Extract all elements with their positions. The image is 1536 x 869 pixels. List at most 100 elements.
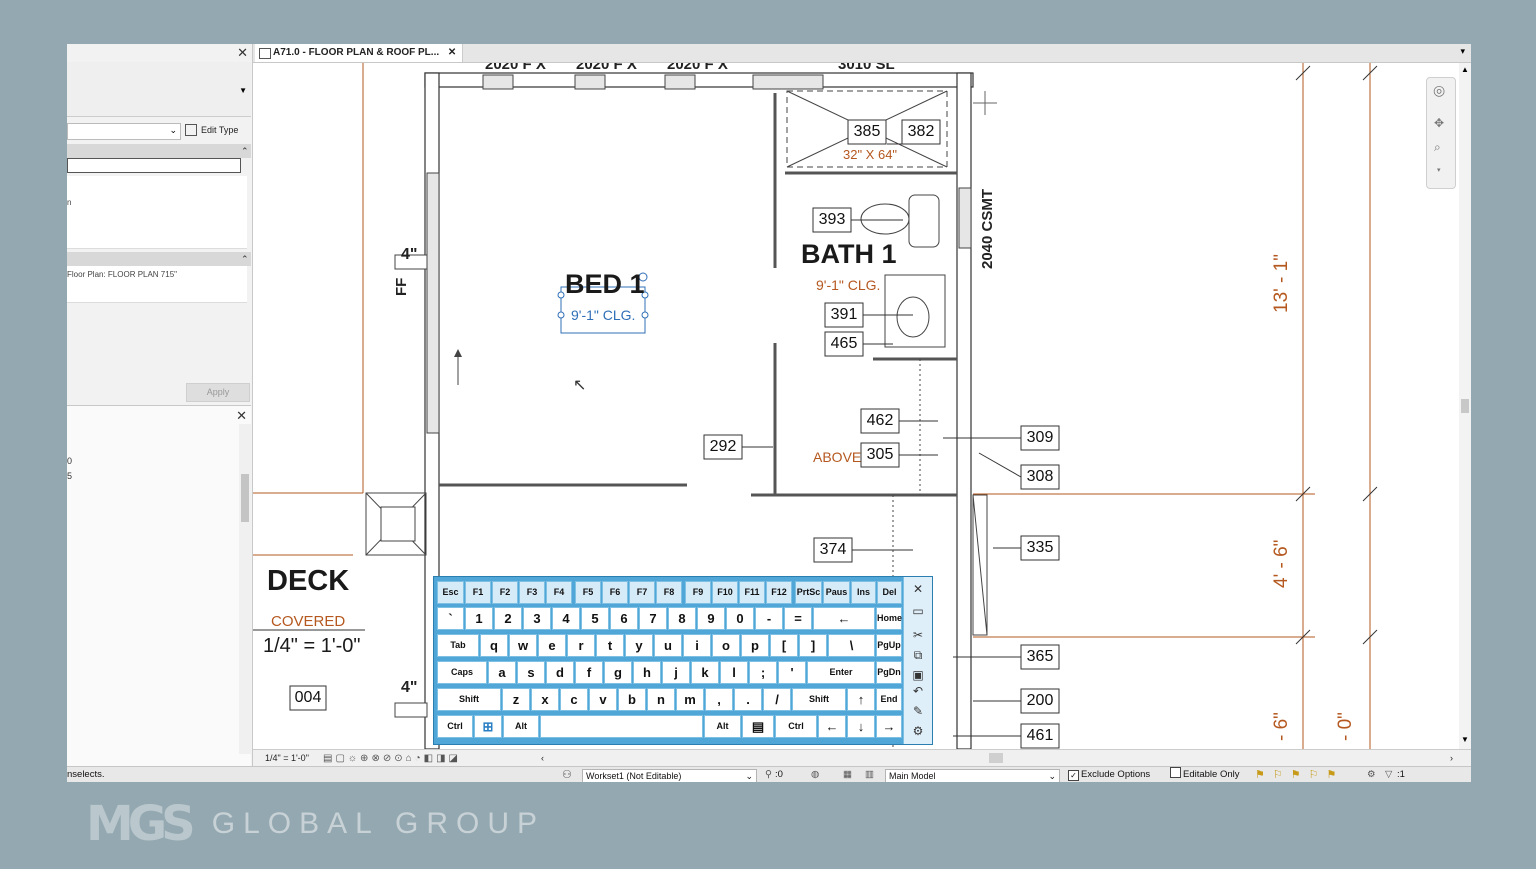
key-left-shift[interactable]: Shift xyxy=(437,688,501,711)
key-f12[interactable]: F12 xyxy=(766,581,792,604)
key-o[interactable]: o xyxy=(712,634,740,657)
key-esc[interactable]: Esc xyxy=(437,581,464,604)
key-quote[interactable]: ' xyxy=(778,661,806,684)
property-row[interactable] xyxy=(67,284,247,303)
copy-icon[interactable]: ⧉ xyxy=(913,648,923,662)
editable-only-checkbox[interactable]: Editable Only xyxy=(1170,767,1240,782)
key-pause[interactable]: Paus xyxy=(823,581,850,604)
key-r[interactable]: r xyxy=(567,634,595,657)
key-f10[interactable]: F10 xyxy=(712,581,738,604)
key-left-bracket[interactable]: [ xyxy=(770,634,798,657)
key-period[interactable]: . xyxy=(734,688,762,711)
cut-icon[interactable]: ✂ xyxy=(912,628,924,642)
key-u[interactable]: u xyxy=(654,634,682,657)
key-0[interactable]: 0 xyxy=(726,607,754,630)
key-pgup[interactable]: PgUp xyxy=(876,634,902,657)
nav-options-icon[interactable]: ▾ xyxy=(1437,167,1441,174)
key-arrow-up[interactable]: ↑ xyxy=(847,688,875,711)
instance-filter-dropdown[interactable]: ⌄ xyxy=(67,123,181,140)
key-d[interactable]: d xyxy=(546,661,574,684)
tab-floor-plan[interactable]: A71.0 - FLOOR PLAN & ROOF PL... ✕ xyxy=(255,44,464,62)
key-g[interactable]: g xyxy=(604,661,632,684)
key-prtsc[interactable]: PrtSc xyxy=(795,581,822,604)
key-n[interactable]: n xyxy=(647,688,675,711)
key-ins[interactable]: Ins xyxy=(851,581,876,604)
key-j[interactable]: j xyxy=(662,661,690,684)
key-slash[interactable]: / xyxy=(763,688,791,711)
zoom-icon[interactable]: ⌕ xyxy=(1434,140,1441,154)
key-pgdn[interactable]: PgDn xyxy=(876,661,902,684)
key-right-shift[interactable]: Shift xyxy=(792,688,846,711)
scroll-right-icon[interactable]: › xyxy=(1450,753,1453,763)
scroll-down-icon[interactable]: ▼ xyxy=(1461,735,1469,744)
key-h[interactable]: h xyxy=(633,661,661,684)
key-semicolon[interactable]: ; xyxy=(749,661,777,684)
browser-item[interactable]: 5 xyxy=(67,471,73,481)
key-home[interactable]: Home xyxy=(876,607,902,630)
key-arrow-right[interactable]: → xyxy=(876,715,902,738)
design-options-icon[interactable]: ▦ xyxy=(843,769,852,780)
key-equals[interactable]: = xyxy=(784,607,812,630)
key-arrow-down[interactable]: ↓ xyxy=(847,715,875,738)
property-row[interactable] xyxy=(67,212,247,231)
property-edit-field[interactable] xyxy=(67,158,241,173)
property-row[interactable]: n xyxy=(67,194,247,213)
settings-gear-icon[interactable]: ⚙ xyxy=(912,724,924,738)
key-enter[interactable]: Enter xyxy=(807,661,875,684)
key-i[interactable]: i xyxy=(683,634,711,657)
key-f1[interactable]: F1 xyxy=(465,581,491,604)
key-p[interactable]: p xyxy=(741,634,769,657)
vertical-scrollbar[interactable]: ▲ ▼ xyxy=(1459,63,1471,749)
key-f[interactable]: f xyxy=(575,661,603,684)
key-y[interactable]: y xyxy=(625,634,653,657)
key-4[interactable]: 4 xyxy=(552,607,580,630)
key-f9[interactable]: F9 xyxy=(685,581,711,604)
close-tab-icon[interactable]: ✕ xyxy=(447,47,457,58)
key-tab[interactable]: Tab xyxy=(437,634,479,657)
key-t[interactable]: t xyxy=(596,634,624,657)
key-del[interactable]: Del xyxy=(877,581,902,604)
key-left-alt[interactable]: Alt xyxy=(503,715,539,738)
key-1[interactable]: 1 xyxy=(465,607,493,630)
tab-menu-icon[interactable]: ▾ xyxy=(1460,46,1465,56)
key-f4[interactable]: F4 xyxy=(546,581,572,604)
key-5[interactable]: 5 xyxy=(581,607,609,630)
key-k[interactable]: k xyxy=(691,661,719,684)
design-options-set-icon[interactable]: ▥ xyxy=(865,769,874,780)
scroll-left-icon[interactable]: ‹ xyxy=(541,753,544,763)
key-left-ctrl[interactable]: Ctrl xyxy=(437,715,473,738)
key-9[interactable]: 9 xyxy=(697,607,725,630)
key-right-ctrl[interactable]: Ctrl xyxy=(775,715,817,738)
key-w[interactable]: w xyxy=(509,634,537,657)
key-f7[interactable]: F7 xyxy=(629,581,655,604)
undo-icon[interactable]: ↶ xyxy=(912,684,924,698)
design-option-dropdown[interactable]: Main Model ⌄ xyxy=(885,769,1060,782)
property-row[interactable] xyxy=(67,230,247,249)
scroll-up-icon[interactable]: ▲ xyxy=(1461,65,1469,74)
key-f5[interactable]: F5 xyxy=(575,581,601,604)
edit-type-button[interactable]: Edit Type xyxy=(185,124,238,136)
key-arrow-left[interactable]: ← xyxy=(818,715,846,738)
key-f3[interactable]: F3 xyxy=(519,581,545,604)
graphics-group-header[interactable]: ⌃ xyxy=(67,144,251,158)
background-process-icon[interactable]: ⚙ xyxy=(1367,769,1376,780)
key-3[interactable]: 3 xyxy=(523,607,551,630)
key-7[interactable]: 7 xyxy=(639,607,667,630)
property-row[interactable] xyxy=(67,176,247,195)
key-right-alt[interactable]: Alt xyxy=(704,715,741,738)
key-b[interactable]: b xyxy=(618,688,646,711)
key-c[interactable]: c xyxy=(560,688,588,711)
on-screen-keyboard[interactable]: Esc F1 F2 F3 F4 F5 F6 F7 F8 F9 F10 F11 F… xyxy=(433,576,933,745)
key-m[interactable]: m xyxy=(676,688,704,711)
view-scale-selector[interactable]: 1/4" = 1'-0" xyxy=(265,753,309,763)
menu-key-icon[interactable]: ▤ xyxy=(742,715,774,738)
worksharing-monitor-icon[interactable]: ◍ xyxy=(811,769,820,780)
vertical-scroll-thumb[interactable] xyxy=(1461,399,1469,413)
workset-dropdown[interactable]: Workset1 (Not Editable) ⌄ xyxy=(582,769,757,782)
key-f8[interactable]: F8 xyxy=(656,581,682,604)
key-backtick[interactable]: ` xyxy=(437,607,464,630)
key-f11[interactable]: F11 xyxy=(739,581,765,604)
horizontal-scroll-thumb[interactable] xyxy=(989,753,1003,763)
key-e[interactable]: e xyxy=(538,634,566,657)
type-selector[interactable]: ▼ xyxy=(67,62,251,117)
